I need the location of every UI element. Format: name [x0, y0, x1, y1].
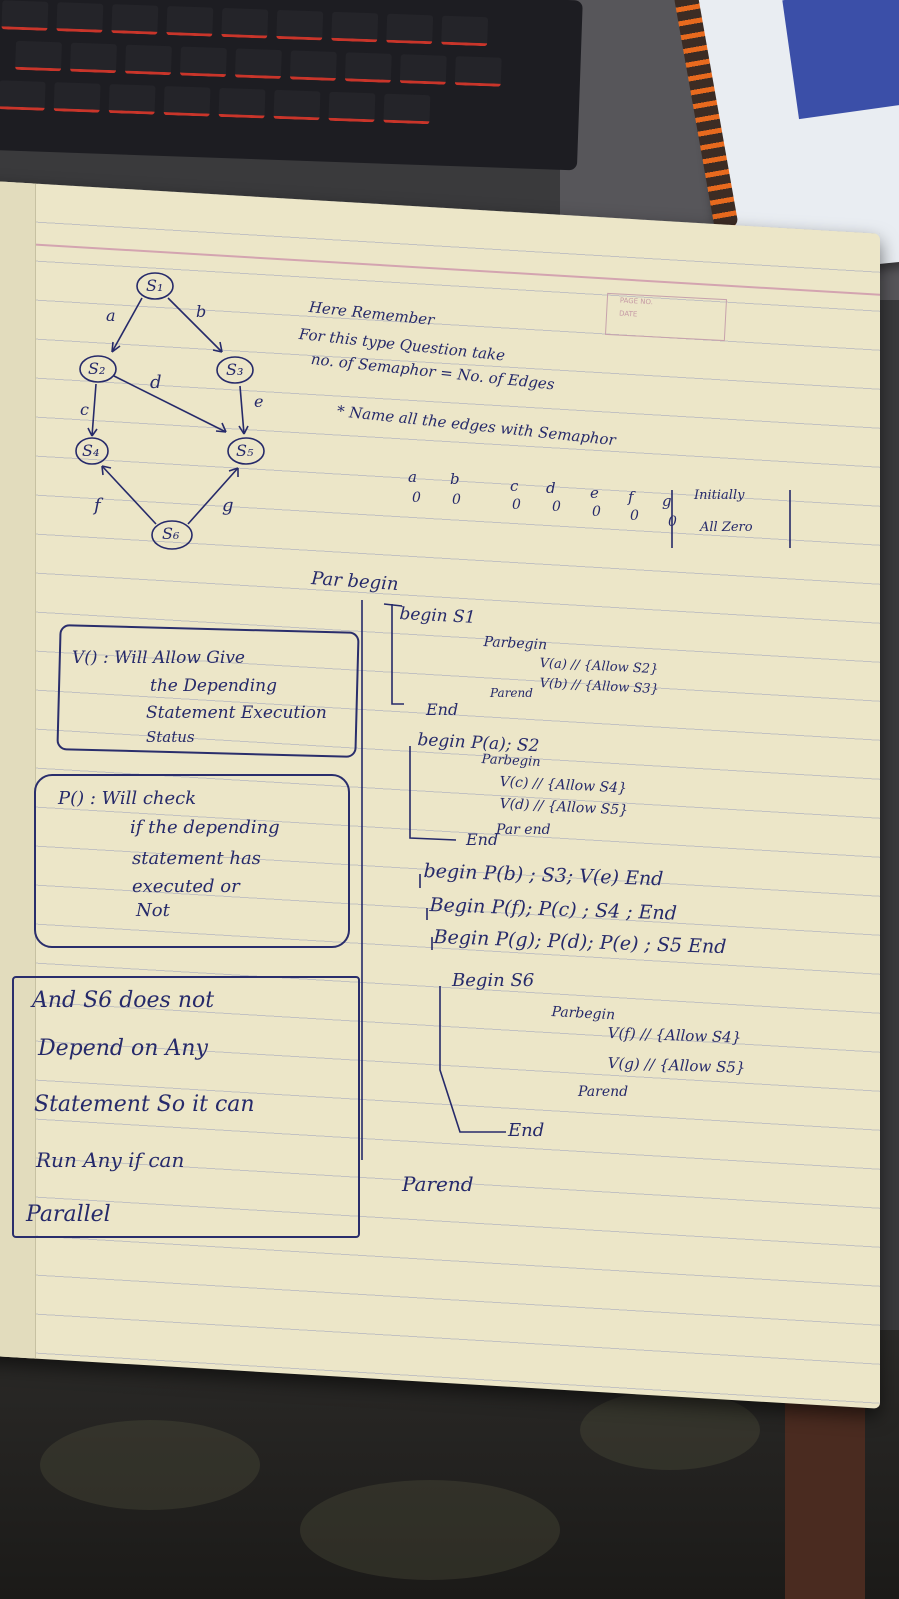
sem-value-a: 0 — [412, 490, 421, 506]
p-line-2: if the depending — [130, 817, 280, 838]
p-line-1: P() : Will check — [58, 788, 197, 809]
all-zero-note: All Zero — [700, 520, 753, 535]
code-b1-begin: begin S1 — [398, 604, 476, 628]
node-s6-label: S₆ — [162, 524, 180, 543]
code-b6-parbegin: Parbegin — [551, 1004, 616, 1024]
sem-value-f: 0 — [630, 508, 639, 524]
edge-e — [239, 385, 245, 435]
sem-label-d: d — [546, 479, 556, 497]
s6-line-1: And S6 does not — [32, 988, 215, 1013]
edge-g-label: g — [222, 495, 234, 516]
code-b1-parend: Parend — [490, 686, 533, 700]
sem-label-c: c — [510, 477, 519, 495]
node-s4 — [75, 437, 109, 465]
edge-c — [91, 383, 97, 437]
s6-line-5: Parallel — [26, 1202, 111, 1227]
s6-note-box — [12, 976, 360, 1238]
sem-value-g: 0 — [668, 514, 677, 530]
p-line-4: executed or — [132, 876, 240, 897]
p-line-5: Not — [136, 900, 170, 921]
node-s2-label: S₂ — [88, 359, 106, 378]
node-s6 — [151, 520, 193, 550]
code-b1-end: End — [426, 700, 459, 719]
node-s3-label: S₃ — [226, 360, 244, 379]
s6-line-4: Run Any if can — [36, 1148, 185, 1172]
edge-d — [113, 375, 227, 433]
code-b6-parend: Parend — [578, 1084, 629, 1100]
edge-a — [111, 297, 143, 353]
sem-label-f: f — [628, 488, 634, 506]
v-line-4: Status — [146, 728, 195, 746]
sem-value-d: 0 — [552, 499, 561, 515]
initially-note: Initially — [694, 488, 745, 503]
sem-label-g: g — [662, 492, 672, 510]
code-b1-parbegin: Parbegin — [483, 634, 548, 654]
s6-line-3: Statement So it can — [34, 1092, 255, 1117]
code-b2-end: End — [466, 830, 499, 849]
code-b6-end: End — [508, 1120, 545, 1141]
v-line-3: Statement Execution — [146, 703, 327, 723]
edge-f — [101, 465, 157, 525]
sem-label-b: b — [450, 470, 460, 488]
edge-a-label: a — [106, 306, 116, 325]
node-s1-label: S₁ — [146, 276, 164, 295]
code-b6-begin: Begin S6 — [452, 970, 535, 991]
node-s5-label: S₅ — [236, 441, 254, 460]
node-s4-label: S₄ — [82, 441, 100, 460]
v-line-2: the Depending — [150, 676, 277, 696]
node-s5 — [227, 437, 265, 465]
v-line-1: V() : Will Allow Give — [72, 648, 245, 668]
edge-d-label: d — [150, 372, 162, 393]
code-parend: Parend — [402, 1172, 474, 1196]
sem-label-a: a — [408, 468, 417, 486]
edge-g — [187, 467, 239, 525]
code-b2-parbegin: Parbegin — [481, 752, 541, 771]
sem-value-b: 0 — [452, 492, 461, 508]
p-definition-box — [34, 774, 350, 948]
node-s3 — [216, 356, 254, 384]
p-line-3: statement has — [132, 848, 261, 869]
s6-line-2: Depend on Any — [38, 1036, 208, 1061]
sem-value-c: 0 — [512, 497, 521, 513]
edge-c-label: c — [80, 400, 89, 419]
edge-b-label: b — [196, 302, 207, 321]
code-b2-parend: Par end — [496, 822, 551, 838]
sem-label-e: e — [590, 484, 599, 502]
edge-b — [167, 297, 223, 353]
node-s1 — [136, 272, 174, 300]
node-s2 — [79, 355, 117, 383]
sem-value-e: 0 — [592, 504, 601, 520]
edge-e-label: e — [254, 392, 264, 411]
edge-f-label: f — [94, 495, 101, 516]
